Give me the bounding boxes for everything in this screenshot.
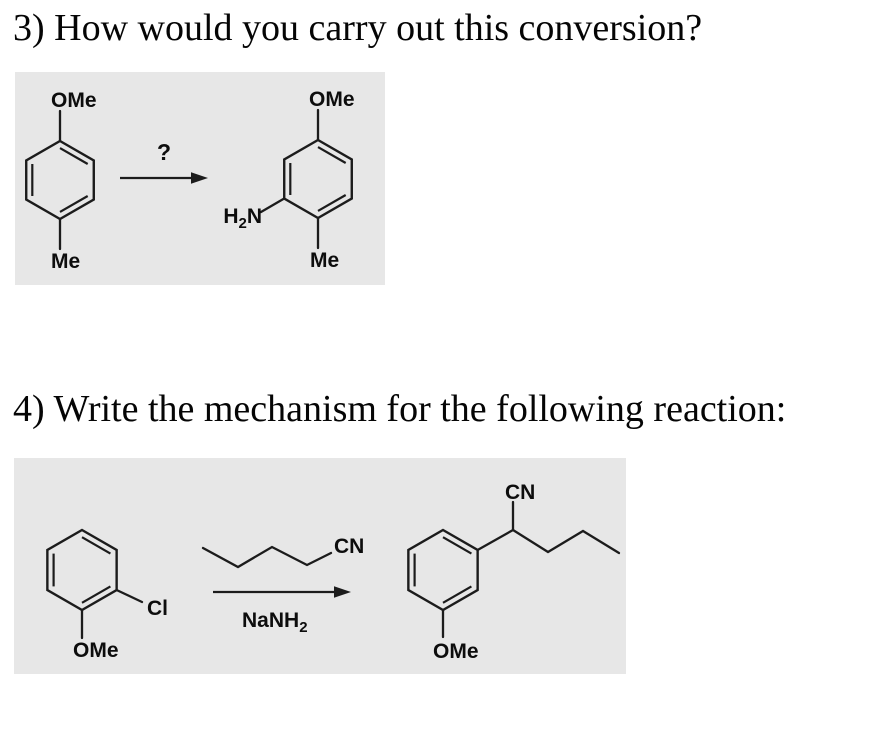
label-text: N (247, 205, 262, 228)
q4-scheme-figure: OMe Cl CN NaNH2 CN OMe (46, 481, 621, 663)
double-bond-inner-line (442, 585, 472, 604)
question-4-scheme-panel: OMe Cl CN NaNH2 CN OMe (14, 458, 626, 674)
reaction-arrow (213, 586, 351, 598)
subscript-text: 2 (299, 619, 307, 636)
label-text: Me (51, 250, 80, 273)
ring-outline (25, 139, 95, 221)
double-bond-inner-line (59, 147, 89, 165)
product-benzene-ring (407, 528, 479, 612)
product-benzene-ring (283, 138, 353, 220)
ring-outline (283, 138, 353, 220)
ring-outline (46, 528, 118, 612)
product-nh2-bond (259, 197, 286, 214)
me-label: Me (51, 250, 80, 273)
label-text: OMe (73, 639, 119, 662)
reactant-benzene-ring (46, 528, 118, 612)
label-text: OMe (433, 640, 479, 663)
label-text: CN (505, 481, 535, 504)
double-bond-inner-line (317, 194, 347, 212)
double-bond-inner-line (59, 195, 89, 213)
ome-label: OMe (73, 639, 119, 662)
question-4-heading: 4) Write the mechanism for the following… (13, 388, 787, 430)
label-text: OMe (51, 89, 97, 112)
label-text: CN (334, 535, 364, 558)
ome-label: OMe (433, 640, 479, 663)
product-propyl-chain (511, 528, 621, 555)
question-3-heading: 3) How would you carry out this conversi… (13, 7, 703, 49)
double-bond-inner-line (442, 536, 472, 555)
double-bond-inner-line (81, 585, 111, 604)
reaction-arrow (120, 172, 208, 184)
label-text: H (223, 205, 238, 228)
label-text: Me (310, 249, 339, 272)
label-text: NaNH (242, 609, 299, 632)
cn-label: CN (334, 535, 364, 558)
reactant-cl-bond (115, 588, 144, 604)
reactant-benzene-ring (25, 139, 95, 221)
product-benzylic-bond (476, 528, 515, 552)
me-label: Me (310, 249, 339, 272)
cn-label: CN (505, 481, 535, 504)
nanh2-label: NaNH2 (242, 609, 308, 636)
ome-label: OMe (309, 88, 355, 111)
label-text: ? (157, 139, 171, 165)
question-mark-label: ? (157, 139, 171, 165)
arrowhead (334, 586, 351, 598)
ring-outline (407, 528, 479, 612)
cl-label: Cl (147, 597, 168, 620)
nitrile-reagent-chain (201, 545, 333, 569)
arrowhead (191, 172, 208, 184)
label-text: OMe (309, 88, 355, 111)
label-text: Cl (147, 597, 168, 620)
double-bond-inner-line (81, 536, 111, 555)
h2n-label: H2N (223, 205, 262, 232)
subscript-text: 2 (238, 215, 246, 232)
ome-label: OMe (51, 89, 97, 112)
double-bond-inner-line (317, 146, 347, 164)
